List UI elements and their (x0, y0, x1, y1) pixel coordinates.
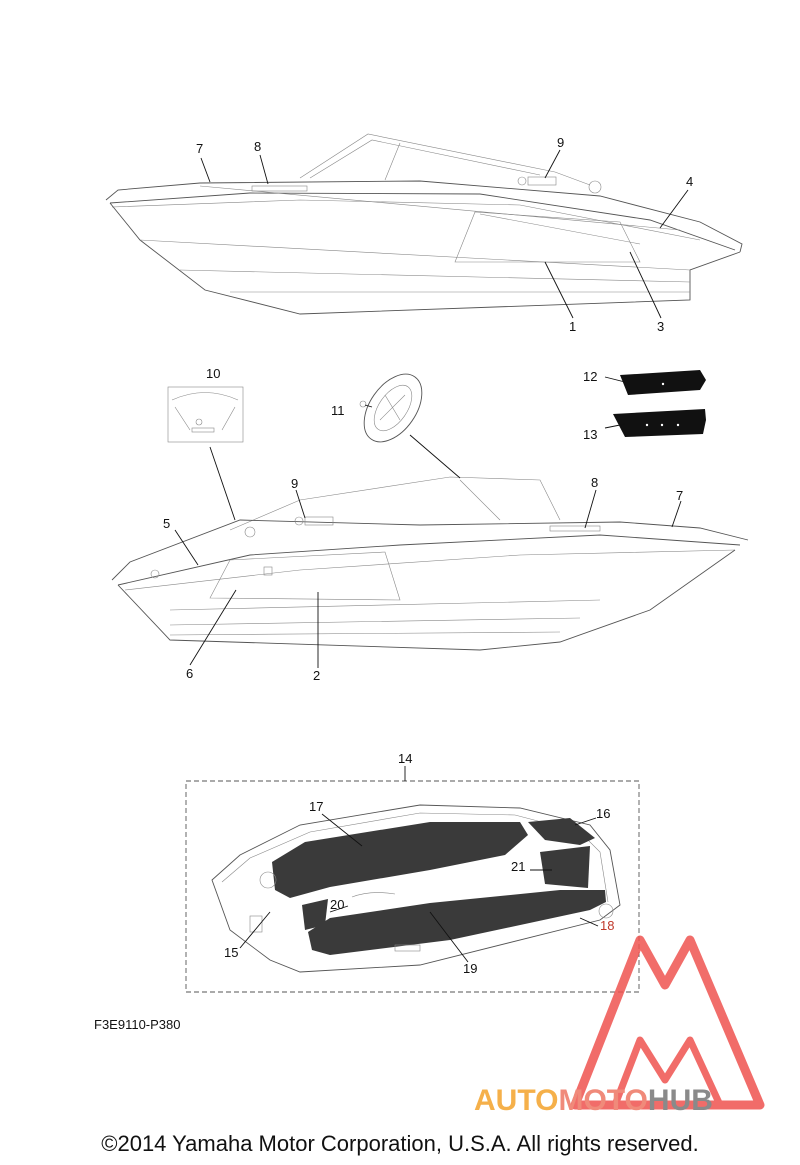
watermark-auto: AUTO (474, 1084, 559, 1117)
mat-kit-drawing (211, 804, 621, 973)
copyright-notice: ©2014 Yamaha Motor Corporation, U.S.A. A… (101, 1131, 699, 1156)
callout-13: 13 (583, 427, 597, 442)
callout-7-top: 7 (196, 141, 203, 156)
callout-7-middle: 7 (676, 488, 683, 503)
callout-8-top: 8 (254, 139, 261, 154)
callout-4: 4 (686, 174, 693, 189)
inset-badge-10 (167, 386, 244, 443)
callout-21: 21 (511, 859, 525, 874)
callout-9-middle: 9 (291, 476, 298, 491)
callout-15: 15 (224, 945, 238, 960)
mat-kit-14-frame (185, 780, 640, 993)
watermark-logo (570, 935, 765, 1110)
callout-1: 1 (569, 319, 576, 334)
callout-19: 19 (463, 961, 477, 976)
callout-2: 2 (313, 668, 320, 683)
watermark-text: AUTOMOTOHUB (474, 1084, 713, 1118)
watermark-hub: HUB (647, 1084, 713, 1117)
callout-10: 10 (206, 366, 220, 381)
boat-middle-view (111, 476, 749, 651)
callout-18: 18 (600, 918, 614, 933)
callout-17: 17 (309, 799, 323, 814)
callout-6: 6 (186, 666, 193, 681)
callout-9-top: 9 (557, 135, 564, 150)
callout-5: 5 (163, 516, 170, 531)
watermark-moto: MOTO (558, 1084, 648, 1117)
callout-20: 20 (330, 897, 344, 912)
callout-8-middle: 8 (591, 475, 598, 490)
callout-14: 14 (398, 751, 412, 766)
grip-pads (613, 370, 706, 437)
diagram-code: F3E9110-P380 (94, 1017, 181, 1032)
callout-3: 3 (657, 319, 664, 334)
callout-11: 11 (331, 403, 345, 418)
steering-wheel-11 (359, 373, 423, 443)
callout-12: 12 (583, 369, 597, 384)
boat-top-view (105, 133, 743, 315)
callout-16: 16 (596, 806, 610, 821)
